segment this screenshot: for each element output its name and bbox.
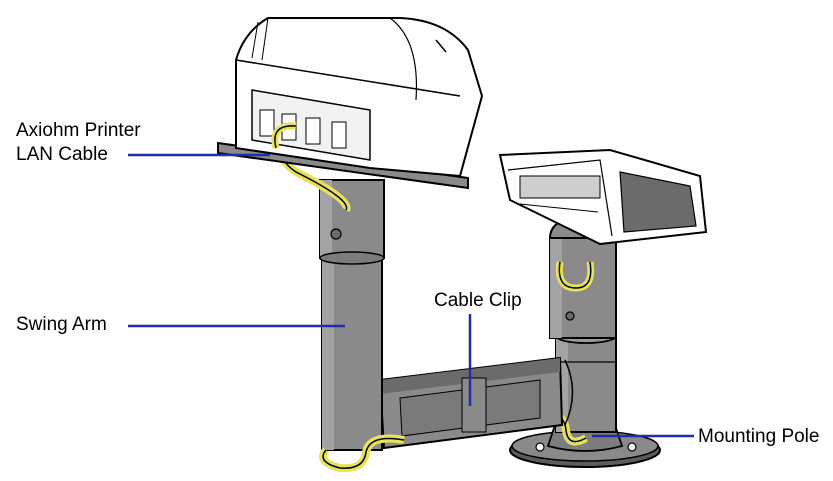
printer-cable-label-line2: LAN Cable: [16, 144, 108, 165]
printer-cable-label-line1: Axiohm Printer: [16, 120, 141, 141]
mounting-pole-label: Mounting Pole: [698, 426, 820, 447]
mounting-pole-illustration: [509, 217, 661, 468]
leader-lines: [128, 153, 694, 438]
terminal-illustration: [498, 148, 708, 246]
cable-clip-label: Cable Clip: [434, 290, 522, 311]
swing-arm-illustration: [278, 146, 405, 473]
swing-arm-label: Swing Arm: [16, 314, 107, 335]
printer-illustration: [217, 17, 484, 190]
